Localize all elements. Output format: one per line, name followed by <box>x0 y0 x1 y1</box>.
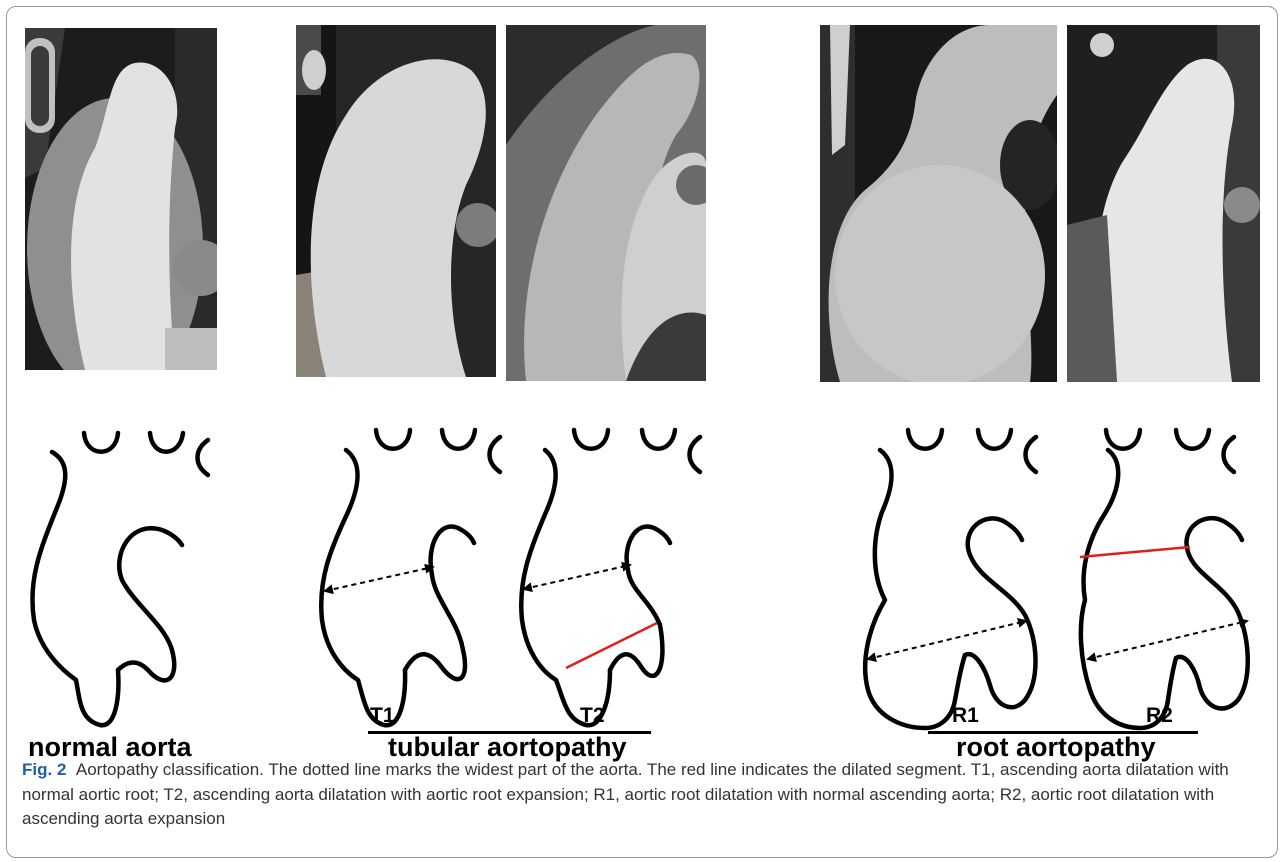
normal-arch-vessel-2 <box>150 433 183 452</box>
label-r1: R1 <box>952 704 979 728</box>
label-t2: T2 <box>580 704 605 728</box>
caption-text: Aortopathy classification. The dotted li… <box>22 760 1229 828</box>
label-r2: R2 <box>1146 704 1173 728</box>
normal-arch-vessel-1 <box>84 433 118 452</box>
t2-widest-dotted-line <box>524 565 630 589</box>
caption-figure-label: Fig. 2 <box>22 760 66 779</box>
r2-widest-dotted-line <box>1088 621 1247 659</box>
normal-inner-wall <box>118 528 182 680</box>
t1-widest-dotted-line <box>325 567 433 591</box>
r1-widest-dotted-line <box>868 621 1026 659</box>
schematic-normal <box>32 433 208 725</box>
normal-arch-vessel-3 <box>198 440 209 475</box>
schematic-r1 <box>865 430 1036 728</box>
schematic-t2 <box>521 430 700 725</box>
label-t1: T1 <box>370 704 395 728</box>
r2-dilated-red-line <box>1080 547 1190 557</box>
t2-dilated-red-line <box>566 623 657 668</box>
schematic-r2 <box>1081 430 1248 728</box>
schematic-t1 <box>321 430 500 725</box>
normal-outer-wall <box>32 452 118 725</box>
figure-caption: Fig. 2 Aortopathy classification. The do… <box>22 758 1267 832</box>
